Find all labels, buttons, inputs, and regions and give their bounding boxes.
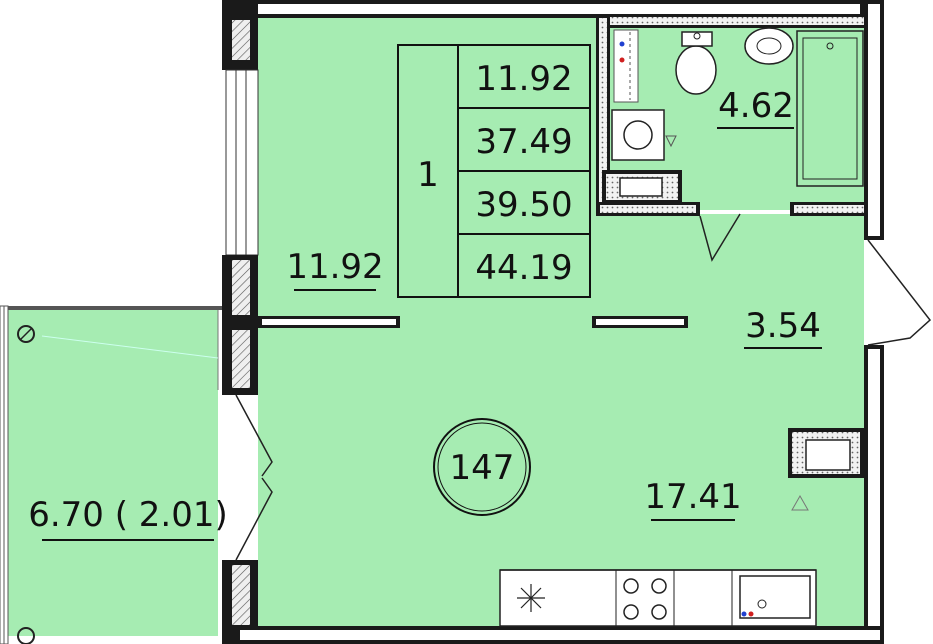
drain-icon bbox=[17, 627, 35, 644]
bathtub-icon bbox=[796, 30, 864, 187]
toilet-icon bbox=[675, 45, 717, 95]
balcony bbox=[0, 305, 222, 644]
stove-icon bbox=[623, 578, 667, 620]
drain-icon bbox=[17, 325, 35, 343]
riser-icon bbox=[613, 29, 639, 103]
kitchen-area-label: 17.41 bbox=[644, 477, 741, 517]
balcony-door bbox=[222, 394, 273, 561]
room-area-label: 11.92 bbox=[286, 247, 383, 287]
table-total-area: 44.19 bbox=[475, 248, 572, 288]
fridge-icon bbox=[517, 584, 545, 612]
table-area-with-reduced-balcony: 39.50 bbox=[475, 185, 572, 225]
table-living-area: 11.92 bbox=[475, 59, 572, 99]
summary-table: 1 11.92 37.49 39.50 44.19 bbox=[397, 44, 591, 298]
bathroom-area-label: 4.62 bbox=[718, 86, 794, 126]
floor-fill bbox=[8, 18, 868, 636]
balcony-floor bbox=[8, 310, 218, 636]
kitchen-sink-icon bbox=[739, 575, 811, 619]
apartment-number-badge: 147 bbox=[433, 418, 531, 516]
entrance-door bbox=[864, 239, 932, 346]
apartment-number: 147 bbox=[450, 448, 515, 488]
table-area-without-balcony: 37.49 bbox=[475, 122, 572, 162]
hall-area-label: 3.54 bbox=[745, 306, 821, 346]
triangle-icon bbox=[791, 494, 809, 511]
window-left bbox=[225, 69, 259, 256]
washing-machine-icon bbox=[611, 109, 665, 161]
walls bbox=[222, 0, 884, 644]
room-labels: 11.92 4.62 3.54 17.41 6.70 ( 2.01) bbox=[28, 86, 822, 541]
sink-icon bbox=[744, 27, 794, 65]
table-rooms-count: 1 bbox=[417, 155, 439, 195]
bathroom-fixtures bbox=[611, 27, 864, 187]
bathroom-door bbox=[699, 210, 790, 262]
kitchen-fixtures bbox=[499, 494, 817, 627]
balcony-area-label: 6.70 ( 2.01) bbox=[28, 495, 228, 535]
